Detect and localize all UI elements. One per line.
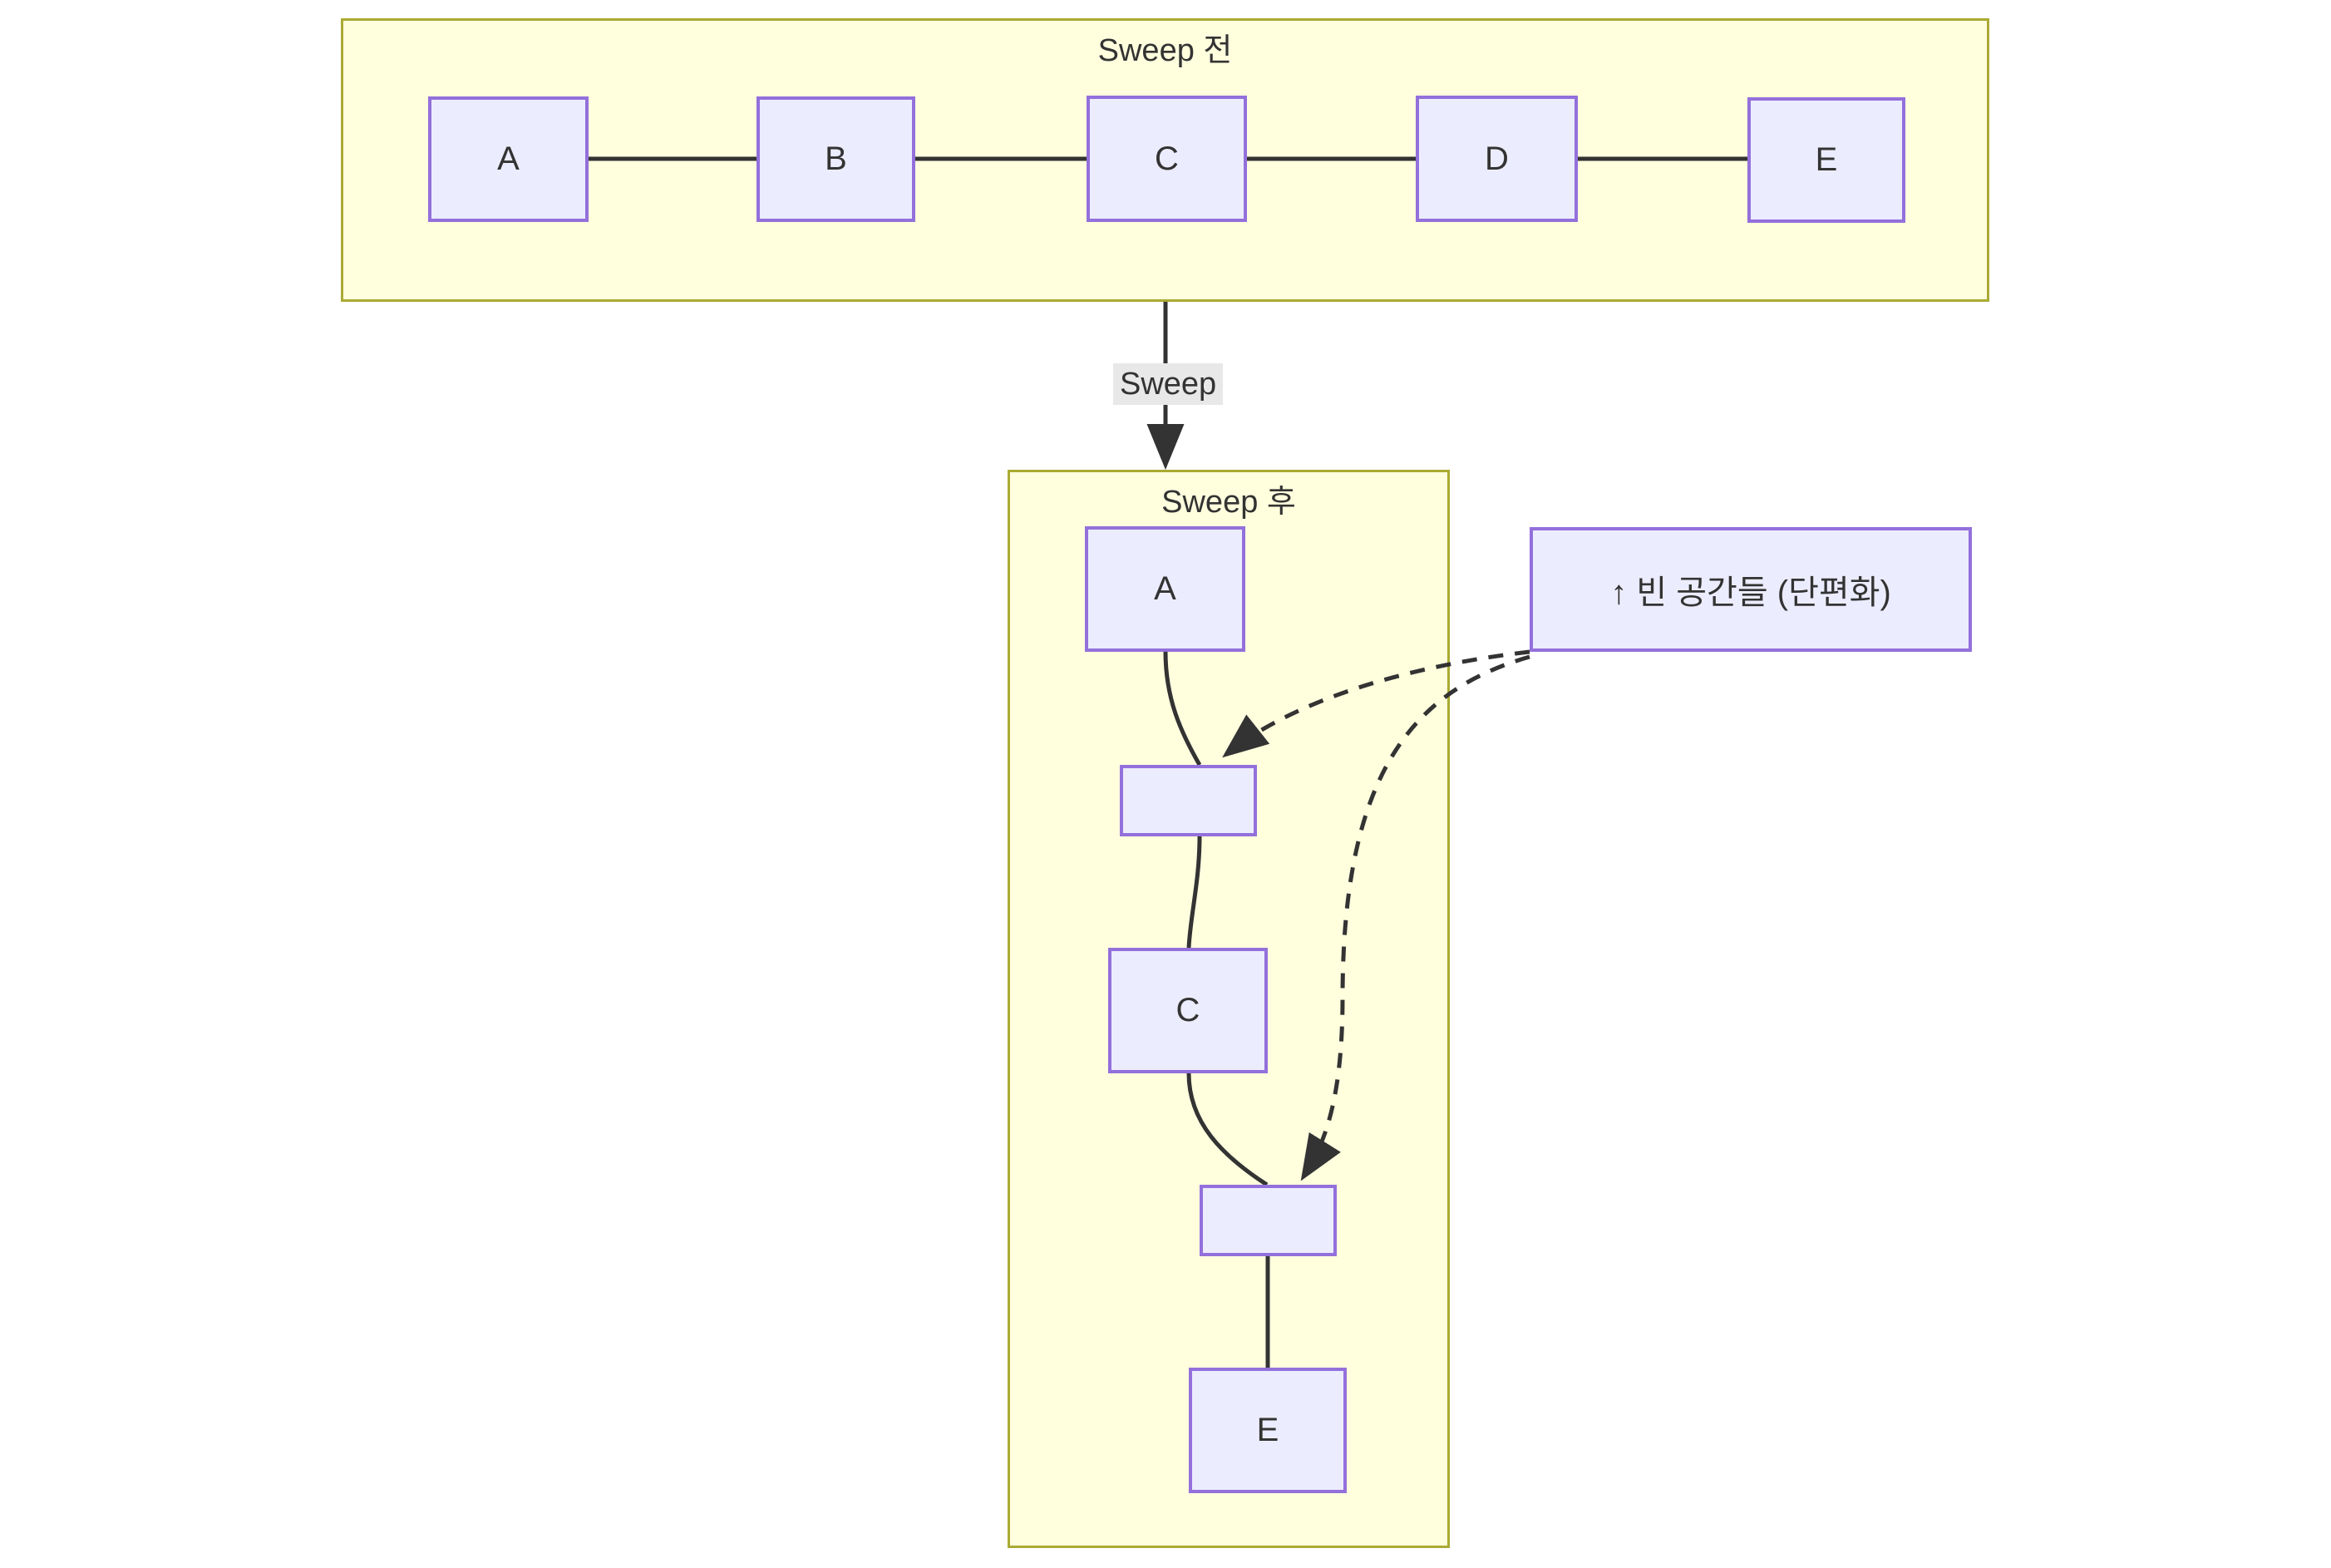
node-a-before[interactable]: A [428, 96, 589, 222]
edge-label-sweep-text: Sweep [1120, 367, 1217, 402]
note-empty-space-label: ↑ 빈 공간들 (단편화) [1610, 574, 1891, 611]
node-b-before-label: B [825, 141, 847, 177]
node-e-before[interactable]: E [1747, 97, 1905, 223]
node-gap-2[interactable] [1200, 1185, 1337, 1256]
edge-label-sweep: Sweep [1113, 363, 1224, 405]
node-e-after-label: E [1256, 1412, 1279, 1448]
node-c-before[interactable]: C [1087, 96, 1247, 222]
node-e-before-label: E [1815, 141, 1838, 178]
node-d-before[interactable]: D [1416, 96, 1578, 222]
note-empty-space[interactable]: ↑ 빈 공간들 (단편화) [1530, 527, 1972, 652]
node-a-after[interactable]: A [1085, 526, 1245, 652]
node-e-after[interactable]: E [1189, 1368, 1347, 1493]
node-c-after-label: C [1175, 992, 1200, 1028]
subgraph-before-title: Sweep 전 [1097, 33, 1233, 68]
node-gap-1[interactable] [1120, 765, 1257, 836]
node-c-before-label: C [1155, 140, 1179, 177]
node-c-after[interactable]: C [1108, 948, 1268, 1073]
node-a-before-label: A [497, 141, 520, 177]
node-a-after-label: A [1154, 570, 1176, 607]
node-d-before-label: D [1485, 140, 1509, 177]
subgraph-after-title: Sweep 후 [1161, 485, 1296, 520]
node-b-before[interactable]: B [756, 96, 915, 222]
